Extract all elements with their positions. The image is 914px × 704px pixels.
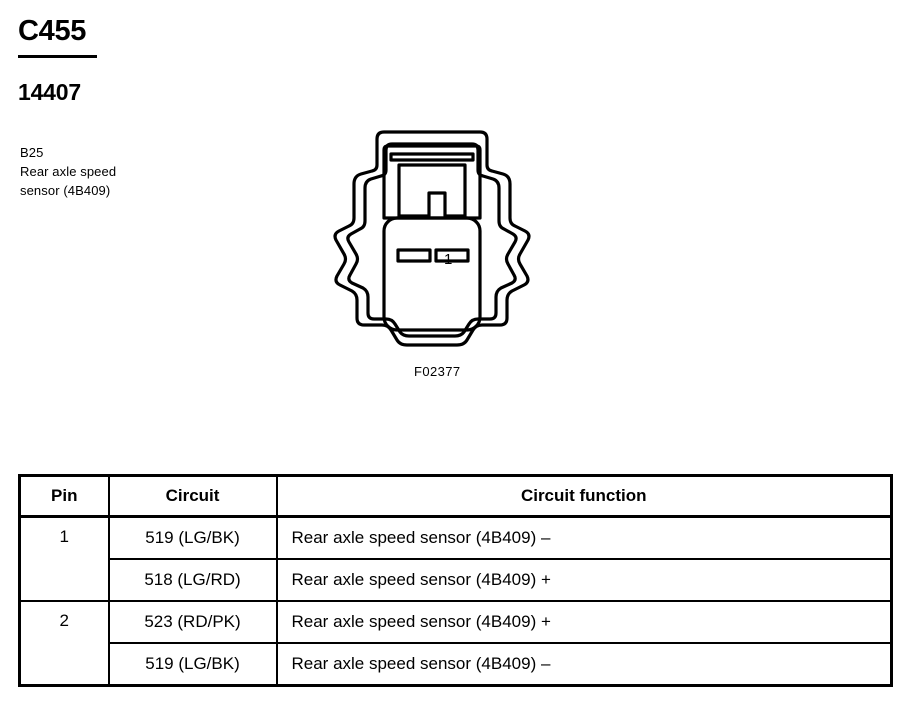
pinout-table-container: Pin Circuit Circuit function 1 519 (LG/B… — [18, 474, 893, 687]
cell-function: Rear axle speed sensor (4B409) + — [275, 600, 893, 644]
cell-pin: 1 — [18, 515, 110, 602]
table-header-row: Pin Circuit Circuit function — [18, 474, 893, 518]
figure-code: F02377 — [414, 364, 461, 379]
cell-circuit: 523 (RD/PK) — [107, 600, 278, 644]
page-title: C455 — [18, 15, 87, 47]
connector-body — [382, 216, 482, 332]
table-row: 518 (LG/RD) Rear axle speed sensor (4B40… — [20, 558, 893, 602]
title-underline — [18, 55, 97, 58]
latch-keyway — [397, 163, 467, 218]
connector-diagram-svg — [333, 130, 531, 347]
table-row: 1 519 (LG/BK) Rear axle speed sensor (4B… — [18, 515, 893, 602]
description-line-2: Rear axle speed — [20, 164, 117, 179]
cell-function: Rear axle speed sensor (4B409) – — [275, 642, 893, 687]
cell-function: Rear axle speed sensor (4B409) – — [275, 515, 893, 560]
cell-function: Rear axle speed sensor (4B409) + — [275, 558, 893, 602]
connector-inner-shell — [346, 142, 518, 338]
part-number: 14407 — [18, 79, 81, 105]
connector-description: B25 Rear axle speed sensor (4B409) — [20, 143, 116, 200]
column-header-circuit: Circuit — [107, 474, 278, 518]
connector-outline-group — [333, 130, 531, 347]
table-row: 2 523 (RD/PK) Rear axle speed sensor (4B… — [18, 600, 893, 687]
column-header-circuit-function: Circuit function — [275, 474, 893, 518]
description-line-1: B25 — [20, 145, 44, 160]
table-row: 519 (LG/BK) Rear axle speed sensor (4B40… — [20, 642, 893, 687]
connector-outer-shell — [333, 130, 531, 347]
description-line-3: sensor (4B409) — [20, 183, 111, 198]
cell-circuit: 519 (LG/BK) — [107, 642, 278, 687]
terminal-cavity-left — [396, 248, 432, 263]
cell-circuit: 518 (LG/RD) — [107, 558, 278, 602]
cell-circuit: 519 (LG/BK) — [107, 515, 278, 560]
pinout-table: Pin Circuit Circuit function 1 519 (LG/B… — [18, 474, 893, 687]
cell-pin: 2 — [18, 600, 110, 687]
pin-1-callout: 1 — [444, 251, 453, 268]
terminal-cavity-right — [434, 248, 470, 263]
latch-tab-outer — [382, 144, 482, 220]
column-header-pin: Pin — [18, 474, 110, 518]
connector-illustration — [332, 118, 532, 358]
latch-tab-lip — [389, 152, 475, 162]
